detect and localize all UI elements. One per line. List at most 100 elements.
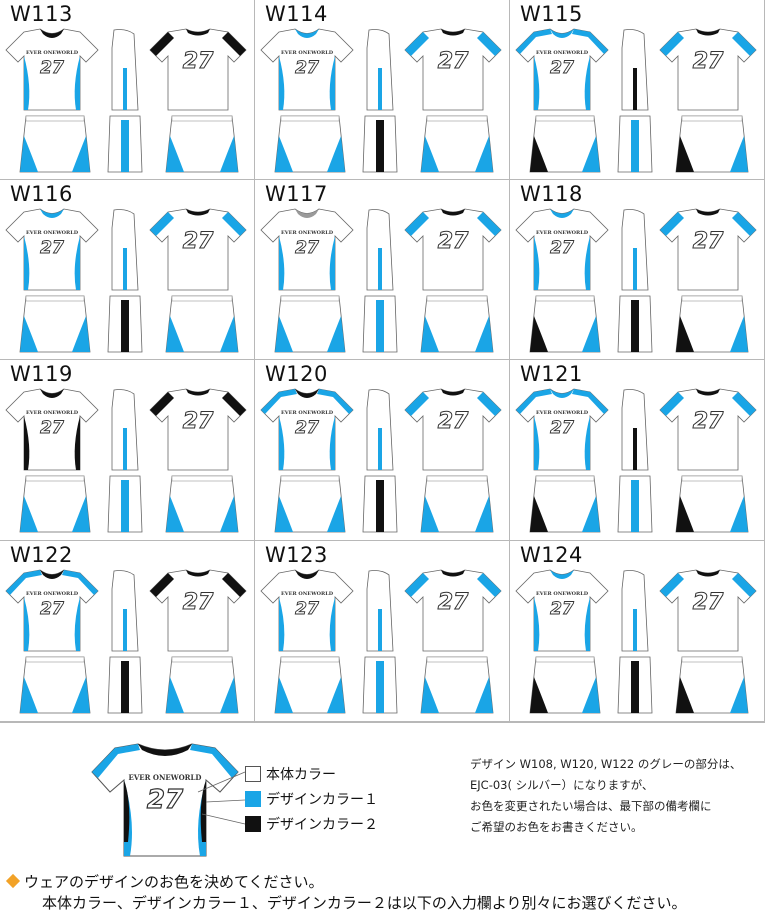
note-line: お色を変更されたい場合は、最下部の備考欄に <box>470 799 712 813</box>
skirt-front <box>529 475 601 533</box>
legend-swatch-blue <box>245 791 261 807</box>
svg-text:EVER ONEWORLD: EVER ONEWORLD <box>536 410 589 416</box>
svg-text:EVER ONEWORLD: EVER ONEWORLD <box>536 591 589 597</box>
front-jersey: EVER ONEWORLD 27 <box>5 569 99 652</box>
diamond-bullet-icon <box>5 873 21 889</box>
svg-text:EVER ONEWORLD: EVER ONEWORLD <box>26 230 79 236</box>
legend-swatch-white <box>245 766 261 782</box>
svg-text:27: 27 <box>183 229 214 254</box>
svg-text:27: 27 <box>40 599 64 619</box>
color-legend: EVER ONEWORLD 27 本体カラー デザインカラー１ デザインカラー２ <box>80 742 410 862</box>
back-jersey: 27 <box>149 208 247 291</box>
side-jersey <box>111 570 139 652</box>
design-code-label: W119 <box>10 362 73 386</box>
skirt-back <box>165 475 239 533</box>
back-jersey: 27 <box>404 28 502 111</box>
note-line: EJC-03( シルバー）になりますが、 <box>470 778 654 792</box>
skirt-back <box>420 115 494 173</box>
skirt-front <box>19 295 91 353</box>
skirt-back <box>420 475 494 533</box>
uniform-illustration: EVER ONEWORLD 27 27 <box>515 28 757 173</box>
legend-pointer-black <box>201 813 246 825</box>
svg-text:27: 27 <box>550 599 574 619</box>
grey-color-note: デザイン W108, W120, W122 のグレーの部分は、 EJC-03( … <box>470 754 760 838</box>
side-jersey <box>621 29 649 111</box>
svg-text:27: 27 <box>550 58 574 78</box>
side-jersey <box>621 570 649 652</box>
skirt-side <box>617 295 653 353</box>
skirt-back <box>675 115 749 173</box>
svg-text:EVER ONEWORLD: EVER ONEWORLD <box>281 410 334 416</box>
skirt-side <box>617 475 653 533</box>
svg-text:27: 27 <box>40 238 64 258</box>
svg-text:27: 27 <box>295 58 319 78</box>
skirt-front <box>19 115 91 173</box>
back-jersey: 27 <box>404 388 502 471</box>
back-jersey: 27 <box>659 28 757 111</box>
legend-item-design-color-1: デザインカラー１ <box>245 789 378 809</box>
svg-text:27: 27 <box>693 229 724 254</box>
uniform-illustration: EVER ONEWORLD 27 27 <box>5 569 247 714</box>
skirt-side <box>107 295 143 353</box>
design-code-label: W114 <box>265 2 328 26</box>
legend-label-body-color: 本体カラー <box>266 767 336 783</box>
skirt-front <box>529 295 601 353</box>
legend-jersey-team-name: EVER ONEWORLD <box>129 773 202 782</box>
svg-text:27: 27 <box>438 229 469 254</box>
skirt-front <box>274 295 346 353</box>
skirt-side <box>617 115 653 173</box>
design-cell-w114: EVER ONEWORLD 27 27 W114 <box>255 0 510 180</box>
svg-text:EVER ONEWORLD: EVER ONEWORLD <box>281 50 334 56</box>
back-jersey: 27 <box>659 388 757 471</box>
svg-text:27: 27 <box>438 590 469 615</box>
note-line: ご希望のお色をお書きください。 <box>470 820 643 834</box>
back-jersey: 27 <box>659 208 757 291</box>
svg-text:27: 27 <box>693 49 724 74</box>
skirt-side <box>107 656 143 714</box>
skirt-front <box>274 656 346 714</box>
instruction-line-1: ウェアのデザインのお色を決めてください。 <box>24 873 324 891</box>
svg-text:27: 27 <box>438 49 469 74</box>
side-jersey <box>111 389 139 471</box>
design-code-label: W120 <box>265 362 328 386</box>
side-jersey <box>111 209 139 291</box>
skirt-front <box>529 115 601 173</box>
skirt-side <box>617 656 653 714</box>
side-jersey <box>111 29 139 111</box>
design-code-label: W116 <box>10 182 73 206</box>
skirt-side <box>362 295 398 353</box>
svg-text:27: 27 <box>183 590 214 615</box>
legend-pointer-blue <box>205 799 246 803</box>
svg-text:EVER ONEWORLD: EVER ONEWORLD <box>536 50 589 56</box>
skirt-back <box>675 656 749 714</box>
front-jersey: EVER ONEWORLD 27 <box>515 28 609 111</box>
legend-jersey-sleeve-stripe-right <box>190 744 238 778</box>
side-jersey <box>366 570 394 652</box>
back-jersey: 27 <box>149 388 247 471</box>
legend-item-design-color-2: デザインカラー２ <box>245 814 378 834</box>
legend-swatch-black <box>245 816 261 832</box>
svg-text:27: 27 <box>183 49 214 74</box>
instruction-line-2: 本体カラー、デザインカラー１、デザインカラー２は以下の入力欄より別々にお選びくだ… <box>42 894 687 912</box>
front-jersey: EVER ONEWORLD 27 <box>515 208 609 291</box>
note-line: デザイン W108, W120, W122 のグレーの部分は、 <box>470 757 742 771</box>
legend-pointer-white <box>197 771 246 793</box>
skirt-side <box>107 475 143 533</box>
svg-text:EVER ONEWORLD: EVER ONEWORLD <box>26 591 79 597</box>
skirt-front <box>19 475 91 533</box>
svg-text:27: 27 <box>550 238 574 258</box>
svg-text:EVER ONEWORLD: EVER ONEWORLD <box>536 230 589 236</box>
